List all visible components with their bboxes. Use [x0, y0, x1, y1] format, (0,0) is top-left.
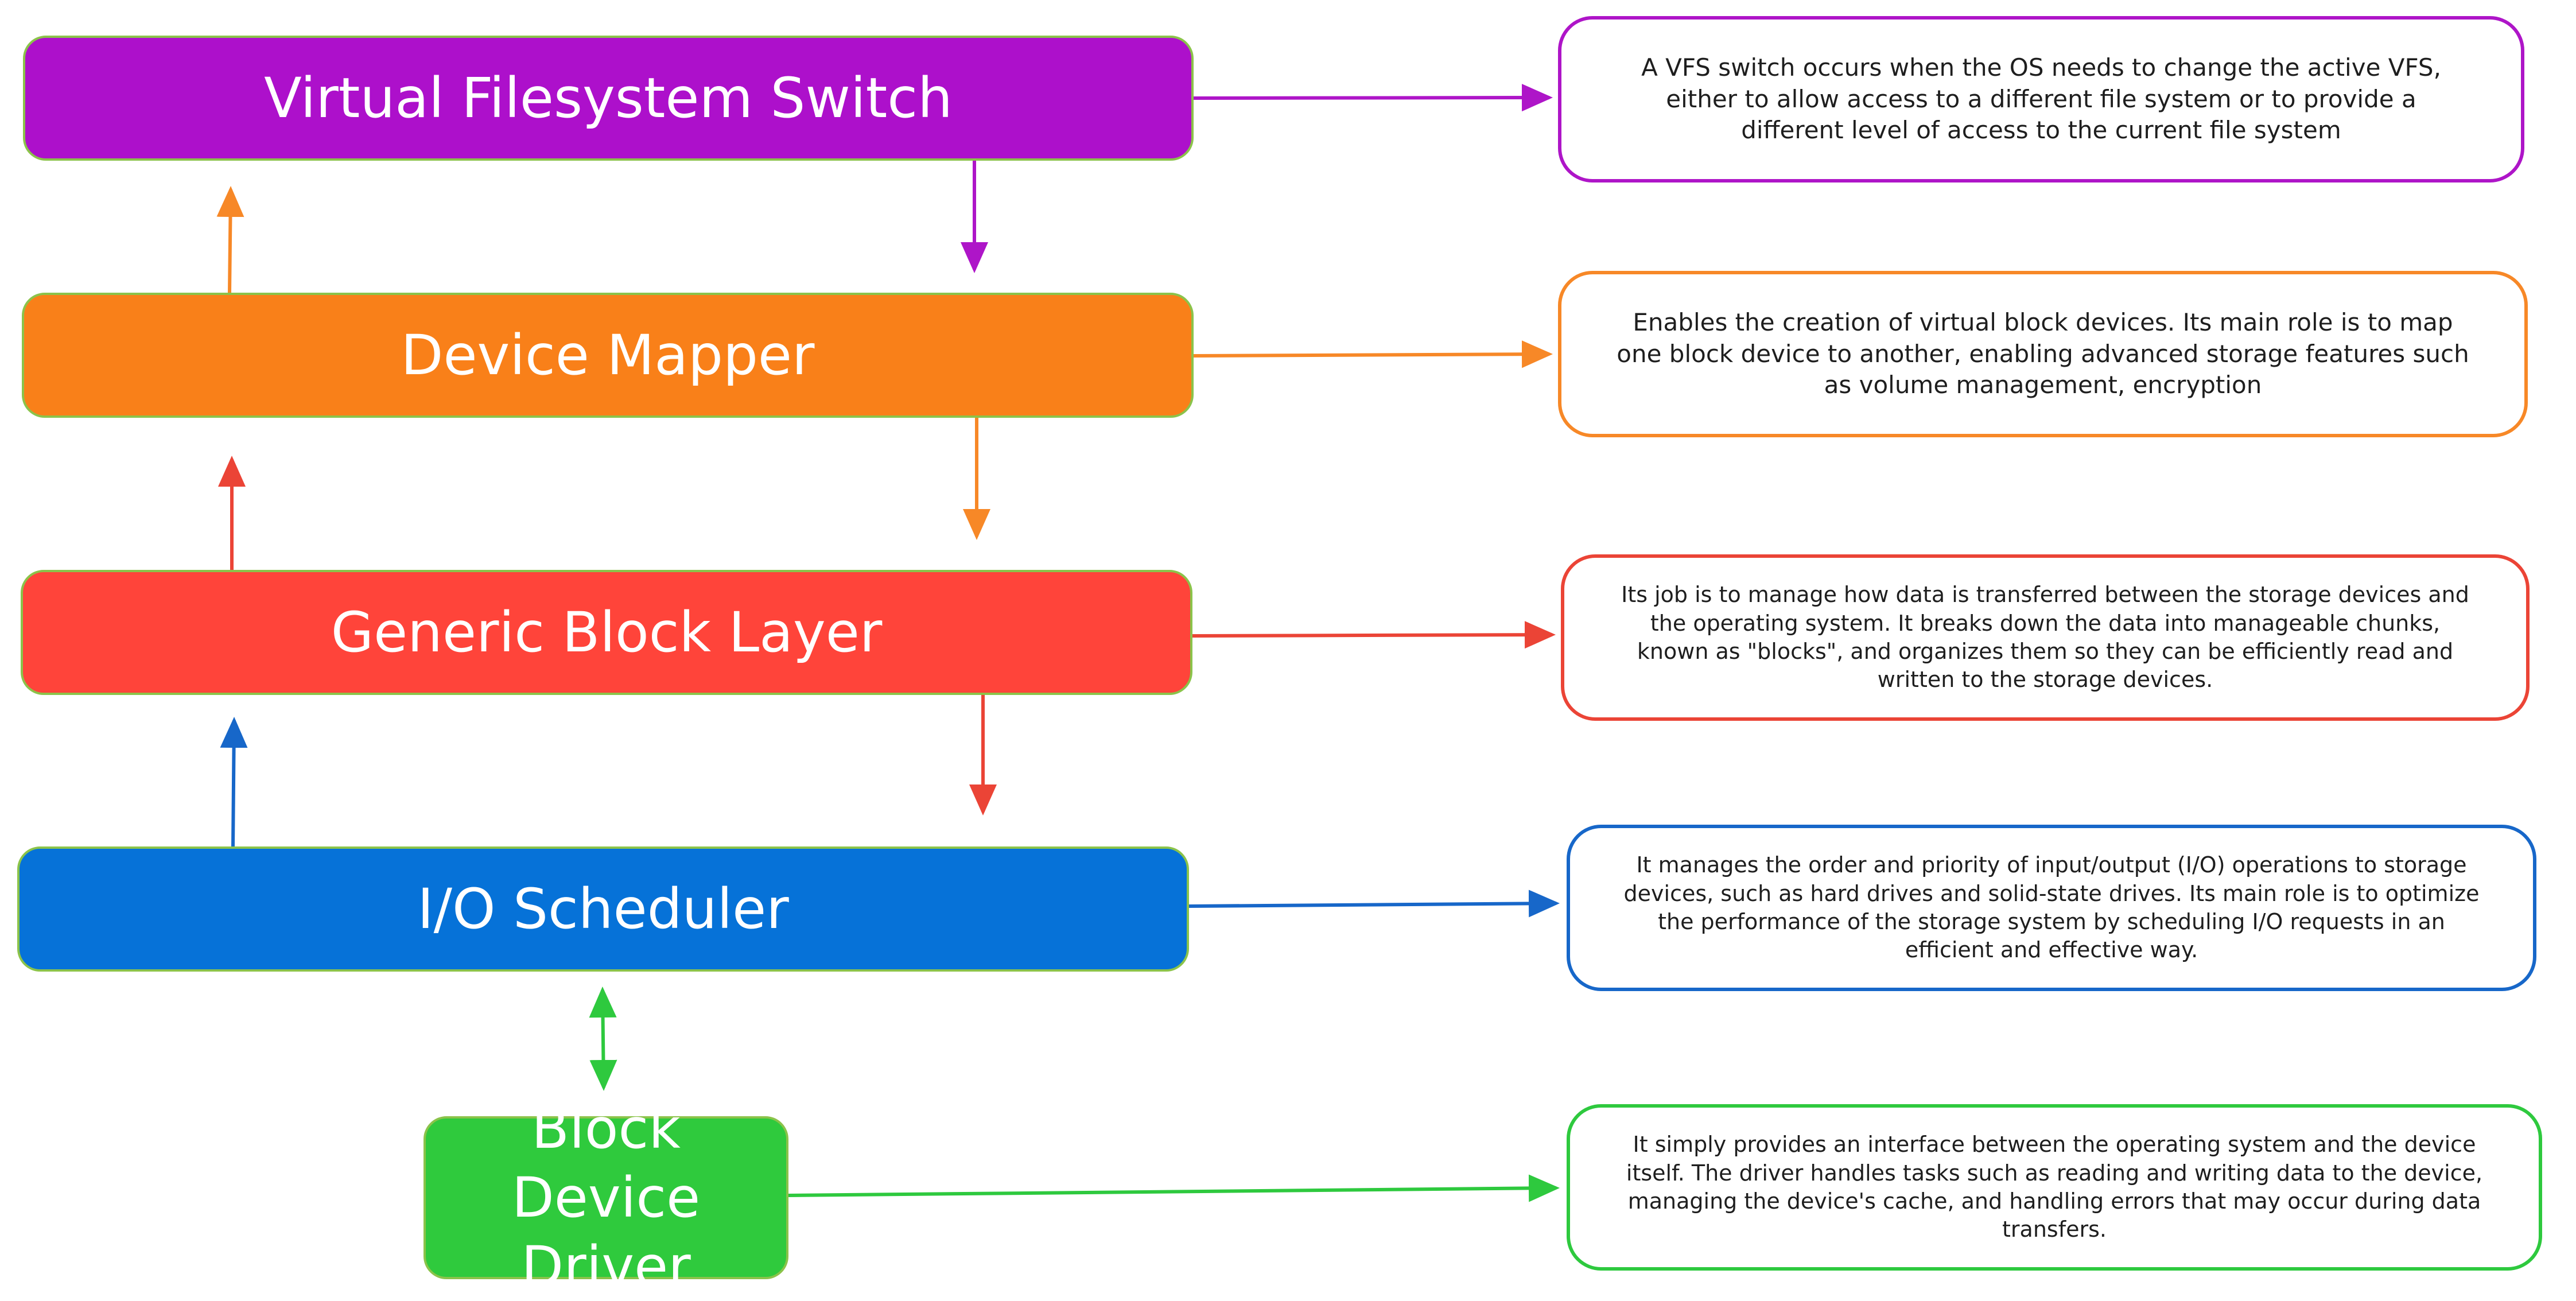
layer-device-mapper: Device Mapper [22, 293, 1194, 418]
layer-label: Generic Block Layer [331, 600, 883, 665]
layer-label: Block Device Driver [511, 1097, 701, 1299]
layer-io-scheduler: I/O Scheduler [17, 846, 1189, 972]
arrow-gbl-to-desc [1192, 621, 1556, 649]
description-text: It manages the order and priority of inp… [1623, 852, 2480, 963]
description-text: A VFS switch occurs when the OS needs to… [1641, 53, 2441, 145]
layer-label: Device Mapper [401, 323, 815, 387]
arrow-dm-to-desc [1193, 340, 1553, 368]
layer-label: Virtual Filesystem Switch [264, 66, 953, 130]
arrow-dm-up [216, 186, 244, 293]
description-virtual-filesystem-switch: A VFS switch occurs when the OS needs to… [1558, 16, 2524, 182]
description-text: It simply provides an interface between … [1626, 1132, 2483, 1242]
description-generic-block-layer: Its job is to manage how data is transfe… [1561, 554, 2530, 721]
layer-generic-block-layer: Generic Block Layer [21, 570, 1192, 695]
description-io-scheduler: It manages the order and priority of inp… [1567, 825, 2536, 991]
arrow-ios-to-desc [1188, 890, 1560, 918]
arrow-bdd-to-desc [788, 1174, 1560, 1202]
layer-label: I/O Scheduler [417, 877, 789, 941]
arrow-ios-bdd-bidirectional [589, 987, 617, 1091]
description-text: Its job is to manage how data is transfe… [1621, 582, 2469, 693]
layer-block-device-driver: Block Device Driver [423, 1097, 788, 1299]
arrow-ios-up [220, 717, 248, 847]
description-device-mapper: Enables the creation of virtual block de… [1558, 271, 2528, 437]
layer-virtual-filesystem-switch: Virtual Filesystem Switch [23, 36, 1194, 161]
description-block-device-driver: It simply provides an interface between … [1567, 1104, 2542, 1271]
description-text: Enables the creation of virtual block de… [1617, 308, 2469, 399]
